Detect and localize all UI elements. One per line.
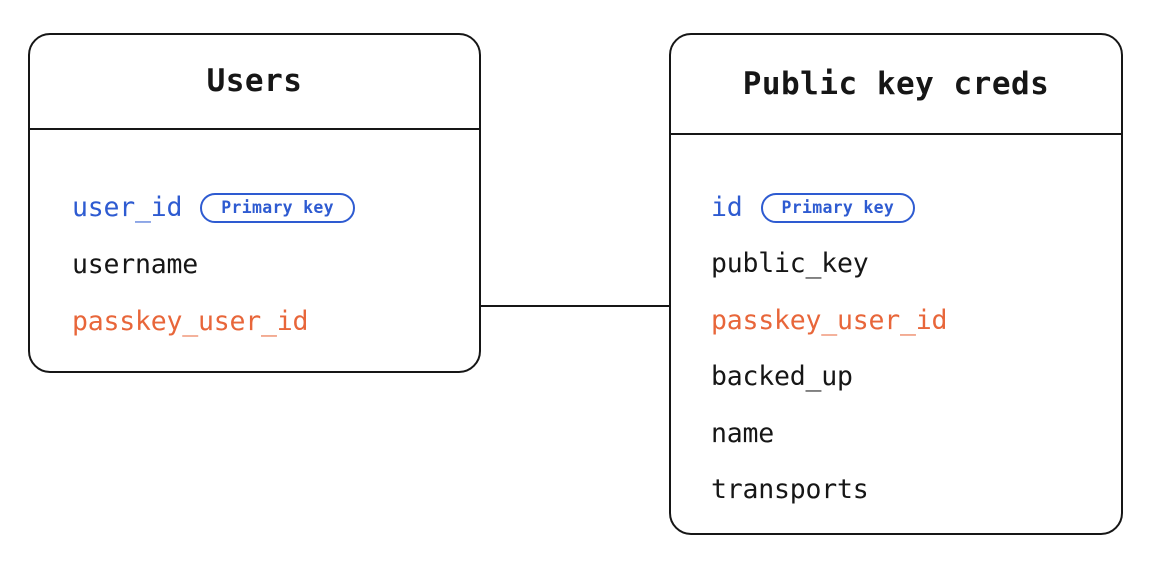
field-name: passkey_user_id	[711, 304, 948, 336]
entity-header-public_key_creds: Public key creds	[671, 35, 1121, 133]
entity-title: Public key creds	[742, 65, 1050, 102]
entity-header-users: Users	[30, 35, 479, 128]
field-name: user_id	[72, 191, 183, 223]
field-name: passkey_user_id	[72, 305, 309, 337]
field-name: transports	[711, 474, 869, 506]
field-row[interactable]: passkey_user_id	[72, 305, 309, 339]
relationship-connector	[481, 305, 669, 307]
primary-key-badge: Primary key	[200, 193, 355, 223]
field-row[interactable]: user_id Primary key	[72, 191, 355, 225]
entity-title: Users	[206, 63, 303, 99]
entity-header-divider	[671, 133, 1121, 135]
field-row[interactable]: transports	[711, 474, 869, 508]
field-row[interactable]: username	[72, 248, 198, 282]
field-row[interactable]: passkey_user_id	[711, 304, 948, 338]
field-row[interactable]: public_key	[711, 248, 869, 282]
field-name: id	[711, 191, 743, 223]
field-name: public_key	[711, 248, 869, 280]
field-row[interactable]: backed_up	[711, 361, 853, 395]
primary-key-badge: Primary key	[760, 193, 916, 223]
field-name: backed_up	[711, 361, 853, 393]
field-row[interactable]: name	[711, 417, 774, 451]
entity-header-divider	[30, 128, 479, 130]
field-name: name	[711, 417, 775, 449]
field-row[interactable]: id Primary key	[711, 191, 916, 225]
field-name: username	[72, 248, 199, 280]
